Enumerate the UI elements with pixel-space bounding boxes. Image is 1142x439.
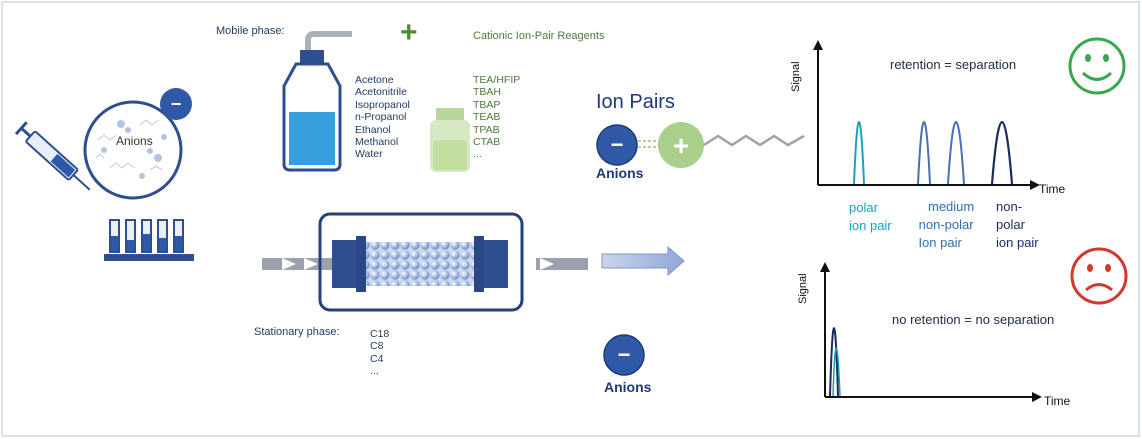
stationary-item: C4 xyxy=(370,352,384,365)
bottom-chart-xlabel: Time xyxy=(1044,394,1071,408)
stationary-item: ... xyxy=(370,365,379,378)
solvent-item: Acetone xyxy=(355,74,394,86)
top-chart-x-arrow xyxy=(1030,180,1040,190)
bottom-chart-title: no retention = no separation xyxy=(892,312,1055,327)
reagent-item: TBAP xyxy=(473,98,501,111)
bottom-chart-y-arrow xyxy=(820,262,830,272)
alkyl-chain-icon xyxy=(703,134,805,147)
bottom-chart-x-arrow xyxy=(1032,392,1042,402)
free-anions-label: Anions xyxy=(604,379,652,395)
ion-pair-link xyxy=(638,140,660,148)
reagent-item: TPAB xyxy=(473,123,500,136)
svg-text:−: − xyxy=(611,132,624,157)
peak-label-polar: polar ion pair xyxy=(849,200,892,233)
reagent-item: CTAB xyxy=(473,135,501,148)
solvent-item: Isopropanol xyxy=(355,98,410,111)
reagent-item: TBAH xyxy=(473,86,502,99)
unretained-peak-2 xyxy=(832,347,841,397)
svg-text:−: − xyxy=(618,342,631,367)
peak-label-nonpolar: non- polar ion pair xyxy=(996,199,1039,250)
top-chart-title: retention = separation xyxy=(890,57,1017,72)
mobile-phase-label: Mobile phase: xyxy=(216,25,285,37)
solvent-list: Acetone Acetonitrile Isopropanol n-Propa… xyxy=(355,75,410,162)
free-anion-badge: − xyxy=(603,334,645,376)
top-chart-ylabel: Signal xyxy=(790,61,802,92)
unretained-peak-1 xyxy=(829,327,839,397)
solvent-item: Water xyxy=(355,148,383,161)
anions-circle-label: Anions xyxy=(116,134,153,148)
vial-rack-icon xyxy=(104,219,194,261)
top-chart-y-arrow xyxy=(813,40,823,50)
peak-label-medium: medium non-polar Ion pair xyxy=(918,199,975,250)
anions-sample-circle xyxy=(83,100,183,200)
svg-text:+: + xyxy=(673,130,689,161)
peak-nonpolar xyxy=(990,120,1014,185)
reagent-bottle-icon xyxy=(430,108,470,172)
solvent-item: Ethanol xyxy=(355,123,391,136)
reagent-item: ... xyxy=(473,148,482,161)
stationary-phase-label: Stationary phase: xyxy=(254,326,340,338)
stationary-item: C18 xyxy=(370,328,390,340)
bottom-chart-ylabel: Signal xyxy=(797,273,809,304)
sad-face-icon xyxy=(1070,247,1128,305)
solvent-bottle-icon xyxy=(282,31,352,172)
plus-sign: + xyxy=(400,16,418,49)
peak-medium-2 xyxy=(947,121,965,185)
solvent-item: Methanol xyxy=(355,135,399,148)
flow-arrow-icon xyxy=(601,245,685,277)
hplc-column-icon xyxy=(262,212,588,312)
anion-charge-badge: − xyxy=(160,88,192,120)
cationic-reagents-label: Cationic Ion-Pair Reagents xyxy=(473,30,605,42)
solvent-item: Acetonitrile xyxy=(355,86,407,99)
syringe-icon xyxy=(14,121,91,191)
reagent-item: TEA/HFIP xyxy=(473,74,521,86)
reagent-list: TEA/HFIP TBAH TBAP TEAB TPAB CTAB ... xyxy=(473,75,520,162)
solvent-item: n-Propanol xyxy=(355,111,407,124)
bottom-chart-axes xyxy=(824,268,1036,398)
reagent-item: TEAB xyxy=(473,111,501,124)
peak-medium-1 xyxy=(917,121,931,185)
happy-face-icon xyxy=(1068,37,1126,95)
cation-charge-badge: + xyxy=(658,122,704,168)
ion-pair-anion-badge: − xyxy=(596,124,638,166)
top-chart-xlabel: Time xyxy=(1039,182,1066,196)
ion-pairs-title: Ion Pairs xyxy=(596,91,675,113)
stationary-phase-list: C18 C8 C4 ... xyxy=(370,329,389,379)
stationary-item: C8 xyxy=(370,340,384,353)
ion-pair-anions-label: Anions xyxy=(596,165,644,181)
svg-text:−: − xyxy=(171,94,182,114)
peak-polar xyxy=(853,121,865,185)
top-chart-axes xyxy=(817,46,1034,186)
